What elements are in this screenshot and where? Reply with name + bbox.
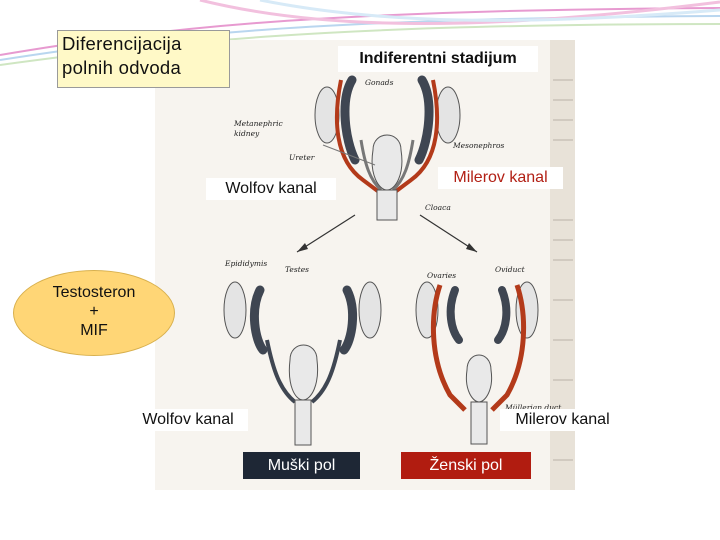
svg-text:Epididymis: Epididymis (224, 259, 267, 268)
female-sex-label: Ženski pol (401, 452, 531, 479)
mullerian-duct-label-bottom: Milerov kanal (500, 409, 625, 431)
svg-text:Oviduct: Oviduct (495, 265, 526, 274)
ellipse-line-plus: + (89, 303, 99, 320)
mullerian-duct-label-top-text: Milerov kanal (453, 169, 548, 186)
svg-text:Ureter: Ureter (289, 153, 315, 162)
wolffian-duct-label-bottom: Wolfov kanal (128, 409, 248, 431)
mullerian-duct-label-top: Milerov kanal (438, 167, 563, 189)
svg-text:Ovaries: Ovaries (427, 271, 456, 280)
svg-text:Cloaca: Cloaca (425, 203, 451, 212)
wolffian-duct-label-top: Wolfov kanal (206, 178, 336, 200)
male-sex-label: Muški pol (243, 452, 360, 479)
indifferent-stage-label: Indiferentni stadijum (338, 46, 538, 72)
female-stage-drawing: Ovaries Oviduct Müllerian duct (415, 265, 562, 445)
svg-text:Müllerian duct: Müllerian duct (504, 403, 562, 412)
svg-text:Metanephric: Metanephric (233, 119, 283, 128)
svg-text:Gonads: Gonads (365, 78, 394, 87)
slide-title-text: Diferencijacija polnih odvoda (62, 33, 182, 78)
ellipse-line-mif: MIF (80, 322, 108, 339)
hormone-ellipse: Testosteron + MIF (13, 270, 175, 356)
indifferent-stage-drawing: Gonads Metanephric kidney Ureter Mesonep… (233, 75, 504, 221)
male-stage-drawing: Epididymis Testes (223, 259, 382, 446)
svg-text:Mesonephros: Mesonephros (452, 141, 504, 150)
ellipse-line-testosteron: Testosteron (52, 284, 136, 301)
svg-text:Testes: Testes (285, 265, 309, 274)
slide-title: Diferencijacija polnih odvoda (57, 30, 230, 88)
svg-text:kidney: kidney (234, 129, 260, 138)
